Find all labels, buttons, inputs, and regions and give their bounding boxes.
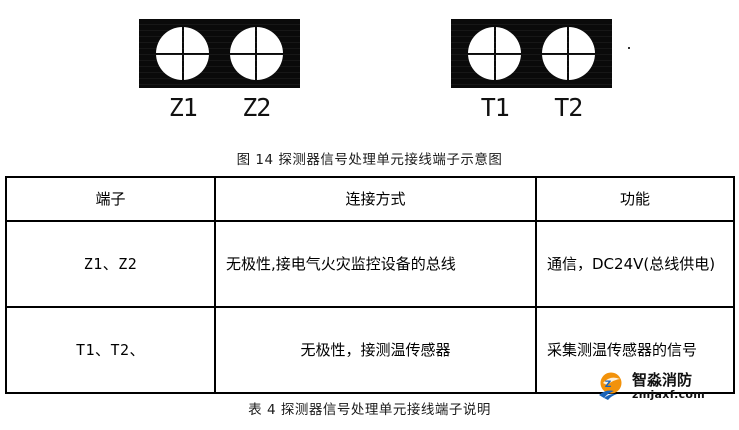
z-terminal-labels: Z1 Z2: [139, 88, 300, 122]
screw-slot-vertical: [255, 24, 258, 83]
terminal-label-z2: Z2: [242, 93, 271, 122]
table-cell-function: 采集测温传感器的信号: [535, 306, 735, 394]
screw-terminal-t2-icon: [538, 24, 598, 83]
screw-slot-vertical: [567, 24, 570, 83]
screw-slot-vertical: [493, 24, 496, 83]
table-header-function-label: 功能: [619, 190, 650, 208]
terminal-name-z: Z1、Z2: [83, 255, 138, 273]
table-caption: 表 4 探测器信号处理单元接线端子说明: [248, 402, 491, 418]
scan-ink-speck: [628, 47, 630, 49]
function-text-t: 采集测温传感器的信号: [547, 341, 698, 359]
t-terminal-block: [451, 19, 612, 88]
table-header-connection-label: 连接方式: [345, 190, 406, 208]
z-terminal-block: [139, 19, 300, 88]
terminal-label-t2: T2: [554, 93, 583, 122]
table-row: Z1、Z2 无极性,接电气火灾监控设备的总线 通信，DC24V(总线供电): [5, 220, 735, 308]
table-row: T1、T2、 无极性，接测温传感器 采集测温传感器的信号: [5, 306, 735, 394]
z-terminal-group: Z1 Z2: [139, 19, 300, 122]
connection-text-t: 无极性，接测温传感器: [300, 341, 451, 359]
t-terminal-labels: T1 T2: [451, 88, 612, 122]
figure-caption: 图 14 探测器信号处理单元接线端子示意图: [236, 152, 503, 168]
terminal-label-t1: T1: [480, 93, 510, 122]
connection-text-z: 无极性,接电气火灾监控设备的总线: [226, 255, 456, 273]
table-cell-terminal: T1、T2、: [5, 306, 216, 394]
terminal-name-t: T1、T2、: [75, 341, 146, 359]
table-header-function: 功能: [535, 176, 735, 222]
screw-slot-vertical: [181, 24, 184, 83]
terminal-label-z1: Z1: [168, 93, 198, 122]
screw-terminal-z1-icon: [153, 24, 213, 83]
table-header-row: 端子 连接方式 功能: [5, 176, 735, 222]
terminal-spec-table: 端子 连接方式 功能 Z1、Z2 无极性,接电气火灾监控设备的总线 通信，DC2…: [5, 176, 735, 394]
table-cell-connection: 无极性，接测温传感器: [214, 306, 537, 394]
function-text-z: 通信，DC24V(总线供电): [547, 255, 716, 273]
table-cell-function: 通信，DC24V(总线供电): [535, 220, 735, 308]
terminal-diagram-area: Z1 Z2 T1 T2: [0, 0, 739, 140]
table-cell-connection: 无极性,接电气火灾监控设备的总线: [214, 220, 537, 308]
table-cell-terminal: Z1、Z2: [5, 220, 216, 308]
table-header-terminal: 端子: [5, 176, 216, 222]
t-terminal-group: T1 T2: [451, 19, 612, 122]
screw-terminal-z2-icon: [226, 24, 286, 83]
table-header-connection: 连接方式: [214, 176, 537, 222]
screw-terminal-t1-icon: [465, 24, 525, 83]
table-header-terminal-label: 端子: [95, 190, 126, 208]
